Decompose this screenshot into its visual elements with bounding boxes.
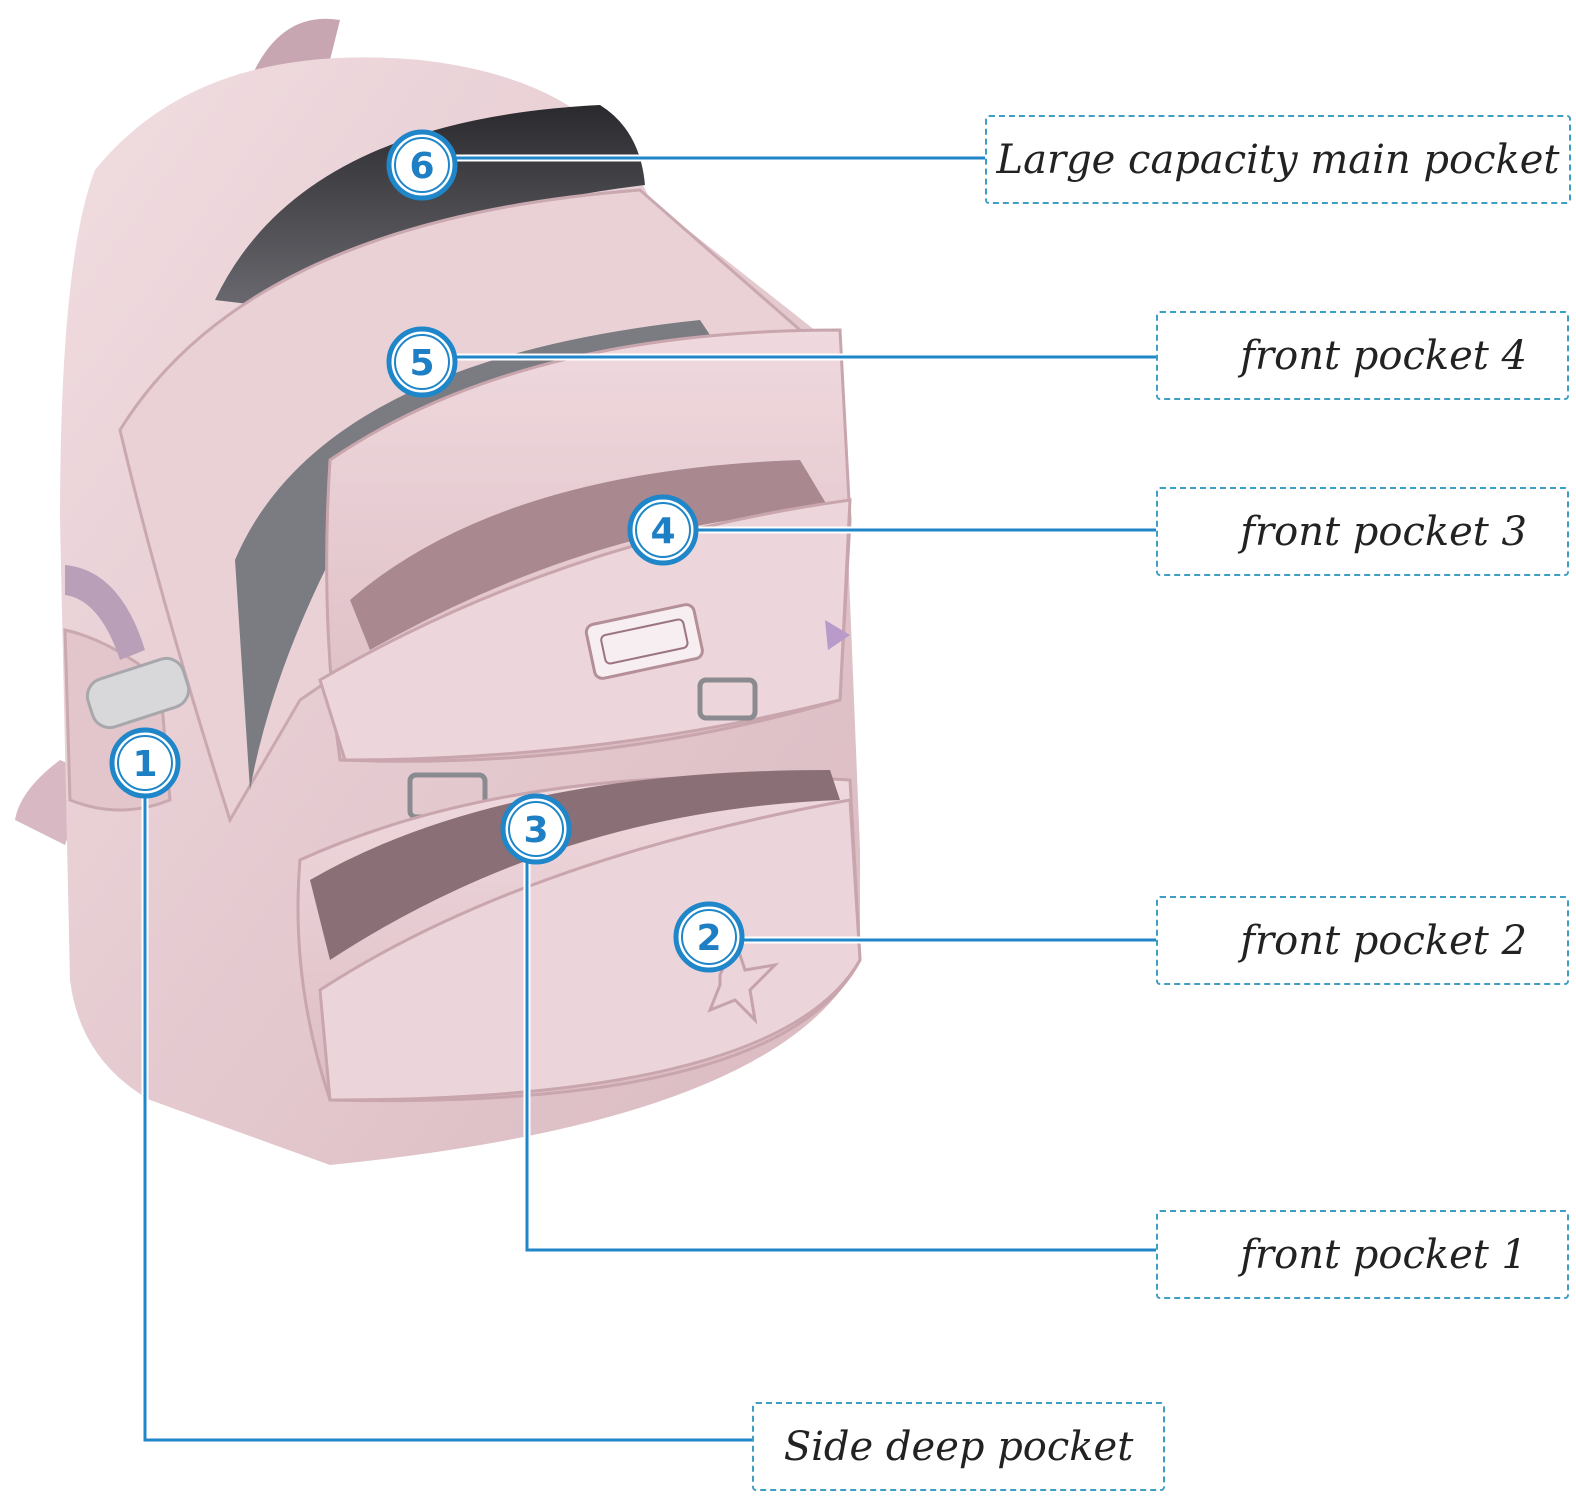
marker-3: 3 [500, 793, 572, 865]
marker-1: 1 [109, 727, 181, 799]
leader-line-1 [143, 798, 752, 1442]
label-large-capacity-main-pocket: Large capacity main pocket [985, 115, 1571, 204]
logo-patch [584, 603, 704, 680]
leader-line-3 [525, 862, 1156, 1252]
svg-text:4: 4 [650, 511, 675, 552]
front-pocket-2-flap [318, 798, 862, 1102]
marker-4: 4 [627, 494, 699, 566]
buckle-upper [697, 677, 758, 721]
svg-text:2: 2 [696, 918, 721, 959]
svg-text:6: 6 [409, 146, 434, 187]
svg-text:5: 5 [409, 343, 434, 384]
side-strap [65, 565, 145, 660]
label-text-side: Side deep pocket [783, 1423, 1134, 1470]
label-front-pocket-1: front pocket 1 [1156, 1210, 1569, 1299]
star-embroidery [707, 935, 780, 1025]
front-pocket-3-flap [318, 498, 852, 762]
zipper-pull-upper [825, 620, 850, 650]
label-text-main: Large capacity main pocket [996, 136, 1560, 183]
marker-6: 6 [386, 129, 458, 201]
label-text-front1: front pocket 1 [1240, 1231, 1527, 1278]
front-pocket-1-opening [310, 770, 840, 960]
side-buckle [85, 656, 191, 730]
label-front-pocket-4: front pocket 4 [1156, 311, 1569, 400]
svg-text:1: 1 [132, 744, 157, 785]
svg-text:3: 3 [523, 810, 548, 851]
front-pocket-3-opening [350, 460, 830, 650]
marker-5: 5 [386, 326, 458, 398]
label-text-front3: front pocket 3 [1240, 508, 1527, 555]
front-pocket-4-opening [235, 320, 720, 790]
label-text-front2: front pocket 2 [1240, 917, 1527, 964]
label-front-pocket-3: front pocket 3 [1156, 487, 1569, 576]
marker-2: 2 [673, 901, 745, 973]
label-front-pocket-2: front pocket 2 [1156, 896, 1569, 985]
label-side-deep-pocket: Side deep pocket [752, 1402, 1165, 1491]
label-text-front4: front pocket 4 [1240, 332, 1527, 379]
